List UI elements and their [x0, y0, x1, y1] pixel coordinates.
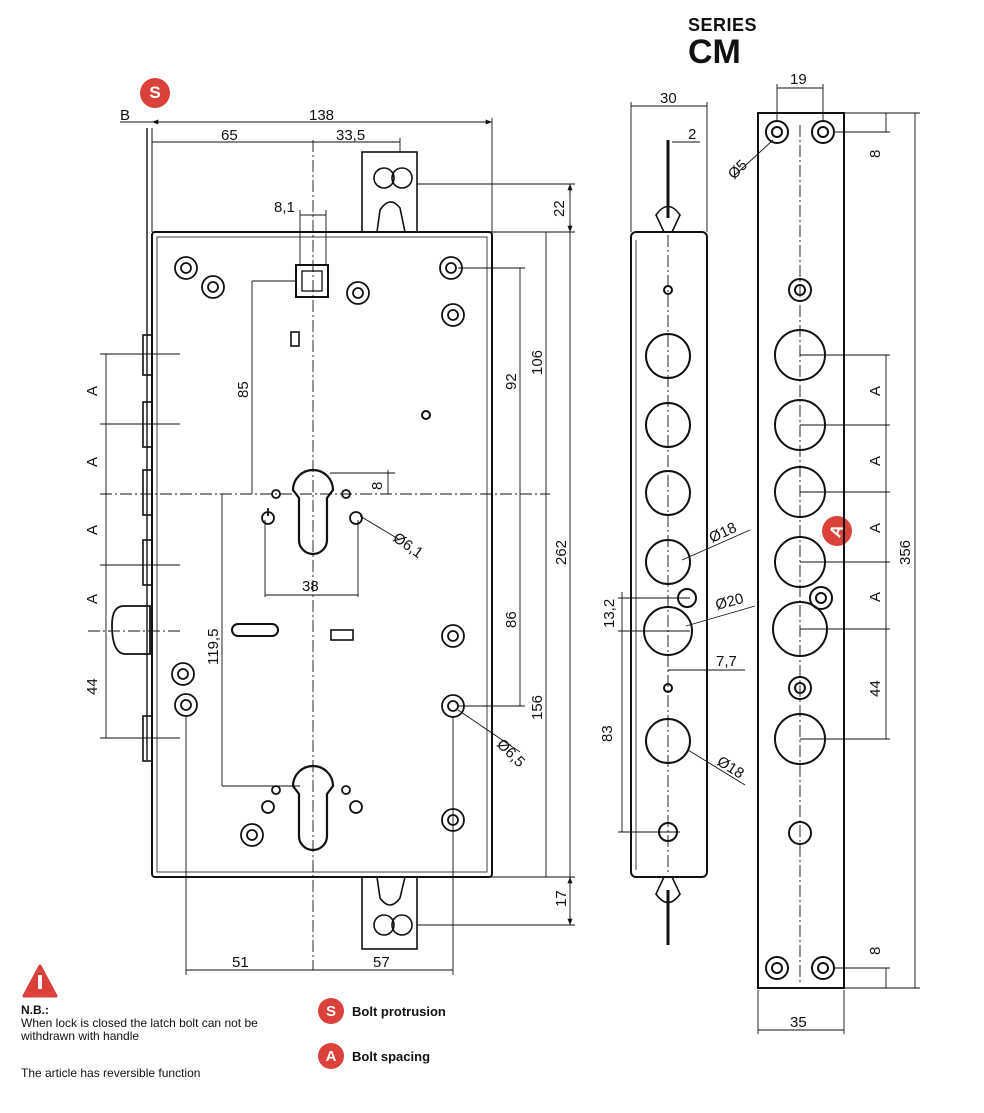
dim-138: 138 [309, 107, 334, 124]
dim-dia-18-top: Ø18 [707, 519, 740, 546]
dim-65: 65 [221, 127, 238, 144]
dim-57: 57 [373, 954, 390, 971]
series-label: SERIES [688, 15, 758, 35]
note-text: When lock is closed the latch bolt can n… [21, 1016, 258, 1043]
side-view-labels: 30 2 Ø18 Ø20 13,2 7,7 83 Ø18 [599, 90, 747, 782]
dim-44: 44 [84, 678, 101, 695]
dim-fa-4: A [867, 592, 884, 602]
dim-8: 8 [369, 482, 386, 490]
dim-dia-5: Ø5 [725, 157, 751, 183]
dim-fa-2: A [867, 456, 884, 466]
dim-22: 22 [551, 200, 568, 217]
dim-fix-dia: Ø6,5 [493, 736, 528, 771]
dim-2: 2 [688, 126, 696, 143]
dim-156: 156 [529, 695, 546, 720]
dim-a-4: A [84, 594, 101, 604]
dim-8-1: 8,1 [274, 199, 295, 216]
dim-85: 85 [235, 381, 252, 398]
dim-83: 83 [599, 725, 616, 742]
dim-19: 19 [790, 71, 807, 88]
dim-a-3: A [84, 525, 101, 535]
legend-s-label: Bolt protrusion [352, 1003, 446, 1019]
note-title: N.B.: [21, 1003, 49, 1017]
note-block: N.B.: When lock is closed the latch bolt… [21, 1004, 311, 1043]
dim-a-1: A [84, 386, 101, 396]
legend-s-badge: S [318, 998, 344, 1024]
dim-86: 86 [503, 611, 520, 628]
legend-a-badge: A [318, 1043, 344, 1069]
dim-fa-1: A [867, 386, 884, 396]
front-view [88, 118, 575, 975]
top-tongue [361, 151, 418, 233]
lock-case [151, 231, 493, 878]
dim-dia-20: Ø20 [714, 590, 746, 614]
reversible-note: The article has reversible function [21, 1066, 201, 1080]
dim-fa-3: A [867, 523, 884, 533]
faceplate-view [734, 84, 920, 1034]
dim-30: 30 [660, 90, 677, 107]
dim-356: 356 [897, 540, 914, 565]
follower-square [295, 264, 329, 298]
dim-hole-dia: Ø6,1 [390, 529, 426, 562]
dim-8-bottom: 8 [867, 947, 884, 955]
legend-a-label: Bolt spacing [352, 1048, 431, 1064]
dim-dia-18-bottom: Ø18 [714, 753, 747, 782]
side-view [618, 102, 756, 945]
dim-38: 38 [302, 578, 319, 595]
bolt-protrusion-marker: S [140, 78, 170, 108]
warning-triangle-icon [22, 964, 58, 1003]
cylinder-upper [291, 468, 335, 556]
dim-17: 17 [553, 890, 570, 907]
dim-7-7: 7,7 [716, 653, 737, 670]
dim-262: 262 [553, 540, 570, 565]
dim-fa-44: 44 [867, 680, 884, 697]
dim-a-2: A [84, 457, 101, 467]
faceplate-labels: 19 Ø5 8 A A A A 44 356 8 35 [725, 71, 914, 1031]
bolts [111, 334, 153, 762]
front-view-labels: B 138 65 33,5 8,1 22 85 92 106 8 Ø6,1 38… [84, 107, 570, 971]
dim-51: 51 [232, 954, 249, 971]
series-code: CM [688, 33, 741, 71]
dim-119-5: 119,5 [205, 629, 222, 665]
latch-bolt [111, 605, 151, 655]
bottom-tongue [361, 876, 418, 950]
dim-8-top: 8 [867, 150, 884, 158]
dim-13-2: 13,2 [601, 599, 618, 628]
dim-35: 35 [790, 1014, 807, 1031]
legend-bolt-spacing: A Bolt spacing [318, 1043, 430, 1069]
dim-92: 92 [503, 373, 520, 390]
legend-bolt-protrusion: S Bolt protrusion [318, 998, 446, 1024]
dim-33-5: 33,5 [336, 127, 365, 144]
dim-106: 106 [529, 350, 546, 375]
dim-b: B [120, 107, 130, 124]
series-title: SERIES CM [688, 16, 757, 69]
